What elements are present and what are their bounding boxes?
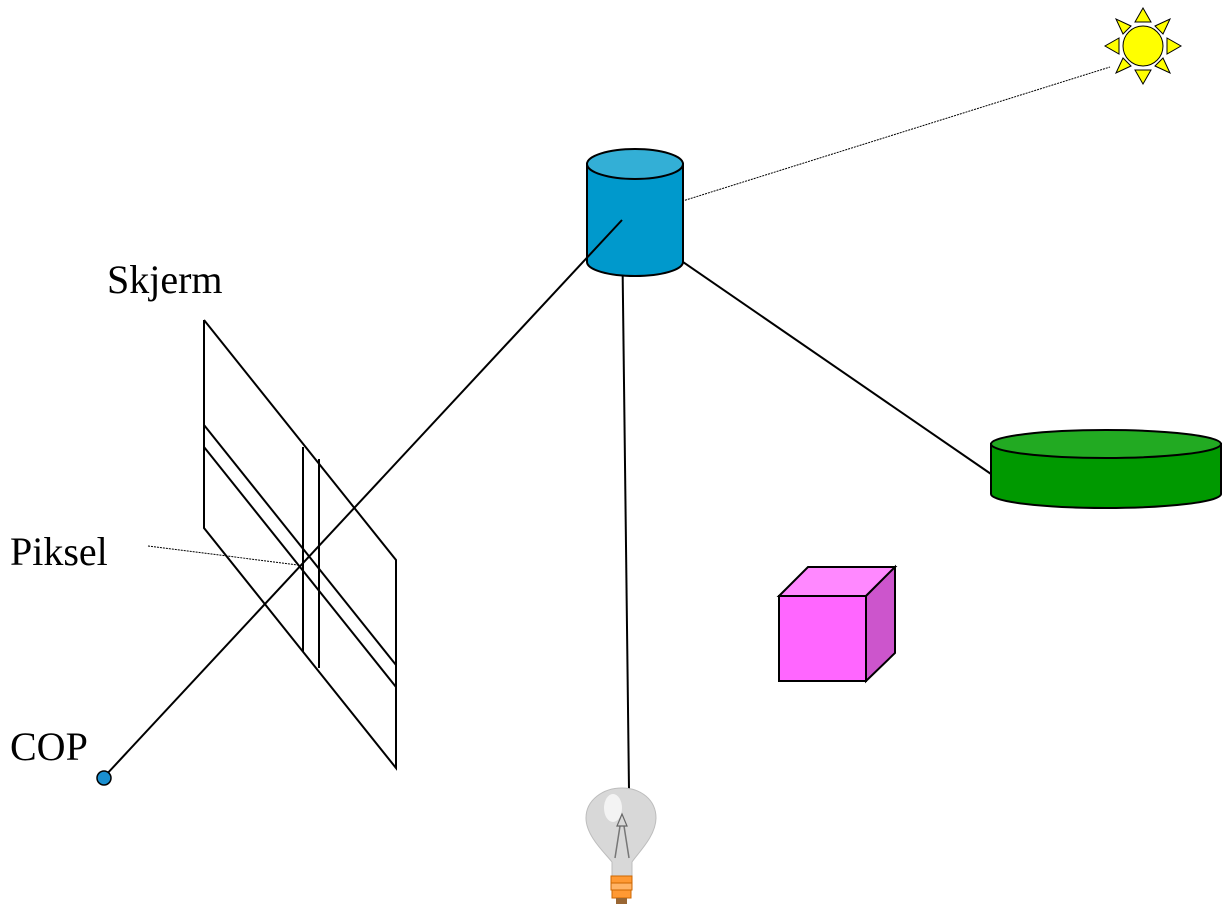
sun-icon [1103,6,1183,86]
magenta-cube [776,564,898,684]
shadow-ray-to-sun [621,66,1111,221]
light-bulb-icon [585,787,657,904]
green-disc [990,429,1222,509]
shadow-ray-to-bulb [621,219,630,791]
pixel-label: Piksel [10,529,108,574]
screen-label: Skjerm [107,257,223,302]
screen-plane [203,319,397,771]
primary-ray [104,219,623,777]
cop-label: COP [10,724,88,769]
pixel-leader-line [147,545,299,566]
blue-cylinder [586,148,684,277]
cop-point [96,770,112,786]
